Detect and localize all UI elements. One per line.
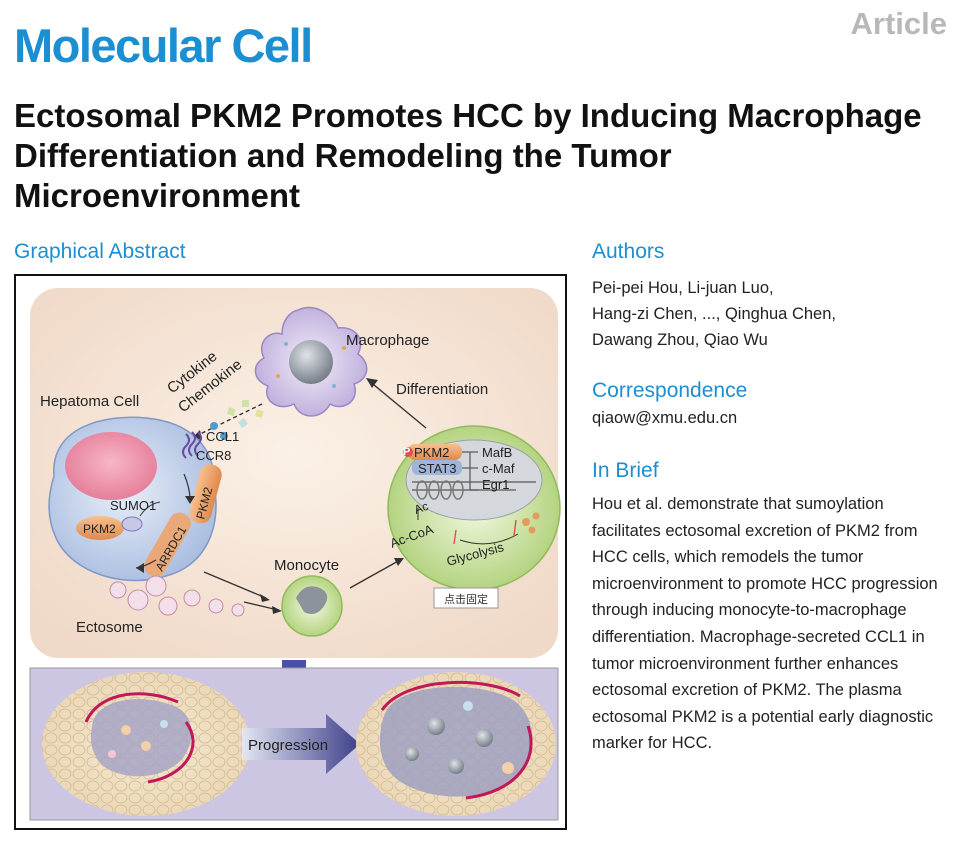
authors-line: Hang-zi Chen, ..., Qinghua Chen, bbox=[592, 305, 836, 323]
macrophage-cell bbox=[254, 307, 368, 417]
article-title: Ectosomal PKM2 Promotes HCC by Inducing … bbox=[14, 97, 922, 214]
in-brief-heading: In Brief bbox=[592, 459, 659, 482]
journal-name: Molecular Cell bbox=[14, 19, 313, 72]
differentiation-arrow bbox=[366, 378, 427, 429]
macrophage-label: Macrophage bbox=[346, 332, 429, 349]
pkm2-cytoplasm-label: PKM2 bbox=[83, 522, 116, 536]
cmaf-label: c-Maf bbox=[482, 461, 515, 476]
ectosome-label: Ectosome bbox=[76, 619, 143, 636]
monocyte-cell bbox=[281, 575, 343, 637]
ectosome-particles bbox=[109, 575, 245, 617]
authors-line: Dawang Zhou, Qiao Wu bbox=[592, 331, 768, 349]
ccr8-label: CCR8 bbox=[196, 448, 231, 463]
progression-label: Progression bbox=[248, 737, 328, 754]
in-brief-text: Hou et al. demonstrate that sumoylation … bbox=[592, 495, 938, 753]
differentiating-cell bbox=[387, 425, 561, 591]
progression-arrow bbox=[242, 714, 360, 774]
authors-heading: Authors bbox=[592, 240, 665, 263]
pkm2-nuclear-label: PKM2 bbox=[414, 445, 449, 460]
stat3-label: STAT3 bbox=[418, 461, 457, 476]
hepatoma-cell bbox=[48, 416, 222, 582]
watermark-box bbox=[433, 587, 499, 609]
ccl1-label: CCL1 bbox=[206, 429, 239, 444]
correspondence-heading: Correspondence bbox=[592, 379, 748, 402]
egr1-label: Egr1 bbox=[482, 477, 509, 492]
differentiation-label: Differentiation bbox=[396, 381, 488, 398]
graphical-abstract-figure: Macrophage Cytokine Chemokine Differenti… bbox=[14, 274, 567, 830]
graphical-abstract-heading: Graphical Abstract bbox=[14, 240, 186, 263]
sumo1-label: SUMO1 bbox=[110, 498, 156, 513]
authors-list: Pei-pei Hou, Li-juan Luo, Hang-zi Chen, … bbox=[592, 275, 922, 353]
secreted-factors bbox=[210, 400, 264, 440]
monocyte-label: Monocyte bbox=[274, 557, 339, 574]
correspondence-email[interactable]: qiaow@xmu.edu.cn bbox=[592, 409, 738, 427]
hepatoma-cell-label: Hepatoma Cell bbox=[40, 393, 139, 410]
early-tissue bbox=[42, 672, 250, 816]
monocyte-arrow bbox=[349, 558, 404, 589]
mafb-label: MafB bbox=[482, 445, 512, 460]
membrane-pkm2 bbox=[189, 464, 222, 524]
phospho-label: P bbox=[403, 446, 410, 458]
secretion-arrow bbox=[191, 403, 263, 439]
authors-line: Pei-pei Hou, Li-juan Luo, bbox=[592, 279, 774, 297]
ac-label: Ac bbox=[412, 499, 430, 517]
article-type-label: Article bbox=[850, 6, 947, 41]
watermark-text: 点击固定 bbox=[444, 592, 488, 606]
advanced-tissue bbox=[356, 672, 556, 816]
